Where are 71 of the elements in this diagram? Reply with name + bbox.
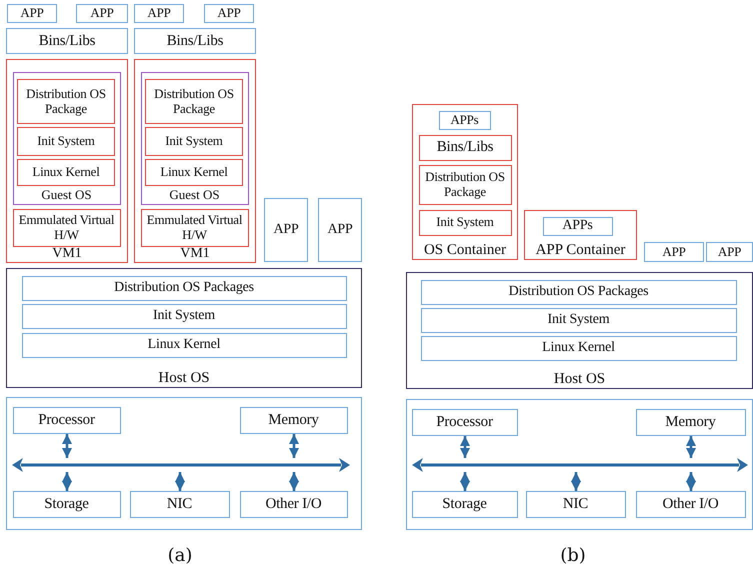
- package-box: Distribution OS Package: [418, 164, 512, 204]
- host-os-box: [6, 268, 362, 388]
- arrow: [62, 434, 72, 458]
- app-box: APPs: [438, 110, 490, 130]
- app-box: APPs: [542, 216, 612, 236]
- component-box: Other I/O: [240, 490, 348, 518]
- group-label: VM1: [51, 246, 83, 261]
- app-box: APP: [264, 198, 308, 262]
- group-label: Guest OS: [168, 188, 221, 202]
- panel-label: (a): [166, 545, 194, 566]
- component-box: Storage: [12, 490, 120, 518]
- app-box: APP: [318, 198, 362, 262]
- component-box: Other I/O: [636, 490, 746, 518]
- arrow: [289, 472, 299, 491]
- guest-os-box: [140, 72, 248, 204]
- container-box: [412, 104, 518, 260]
- package-box: Distribution OS Packages: [22, 276, 346, 300]
- library-box: Bins/Libs: [418, 134, 512, 160]
- component-box: Storage: [412, 490, 518, 518]
- package-box: Distribution OS Packages: [420, 280, 736, 304]
- package-box: Distribution OS Package: [145, 79, 243, 124]
- arrow: [460, 472, 470, 491]
- component-box: Processor: [12, 406, 120, 434]
- vm-box: [134, 59, 256, 263]
- init-box: Init System: [418, 210, 512, 236]
- init-box: Init System: [17, 127, 115, 156]
- arrow: [175, 472, 185, 491]
- arrow: [460, 436, 470, 458]
- init-box: Init System: [420, 308, 736, 332]
- component-box: Memory: [636, 408, 746, 436]
- panel-label: (b): [559, 545, 587, 566]
- arrow: [62, 472, 72, 491]
- group-label: Host OS: [157, 370, 211, 386]
- app-box: APP: [644, 242, 704, 262]
- group-label: APP Container: [534, 242, 626, 258]
- hardware-box: [406, 399, 753, 530]
- virtual-hardware-box: Emmulated Virtual H/W: [12, 208, 120, 246]
- kernel-box: Linux Kernel: [17, 159, 115, 186]
- init-box: Init System: [22, 304, 346, 328]
- group-label: Guest OS: [40, 188, 93, 202]
- group-label: OS Container: [422, 242, 508, 258]
- app-box: APP: [706, 242, 753, 262]
- group-label: VM1: [179, 246, 211, 261]
- arrow: [289, 434, 299, 458]
- app-box: APP: [76, 4, 128, 23]
- component-box: NIC: [526, 490, 626, 518]
- app-box: APP: [134, 4, 184, 23]
- bus-line: [412, 458, 748, 472]
- library-box: Bins/Libs: [134, 28, 256, 54]
- component-box: Processor: [412, 408, 518, 436]
- virtual-hardware-box: Emmulated Virtual H/W: [140, 208, 248, 246]
- library-box: Bins/Libs: [6, 28, 128, 54]
- component-box: Memory: [240, 406, 348, 434]
- arrow: [686, 436, 696, 458]
- host-os-box: [406, 272, 753, 389]
- app-box: APP: [7, 4, 57, 23]
- init-box: Init System: [145, 127, 243, 156]
- arrow: [686, 472, 696, 491]
- guest-os-box: [12, 72, 120, 204]
- container-box: [524, 210, 637, 260]
- kernel-box: Linux Kernel: [22, 332, 346, 358]
- component-box: NIC: [130, 490, 230, 518]
- arrow: [571, 472, 581, 491]
- kernel-box: Linux Kernel: [420, 336, 736, 360]
- app-box: APP: [204, 4, 254, 23]
- group-label: Host OS: [552, 370, 606, 387]
- package-box: Distribution OS Package: [17, 79, 115, 124]
- hardware-box: [6, 397, 362, 530]
- vm-box: [6, 59, 128, 263]
- bus-line: [12, 458, 350, 472]
- kernel-box: Linux Kernel: [145, 159, 243, 186]
